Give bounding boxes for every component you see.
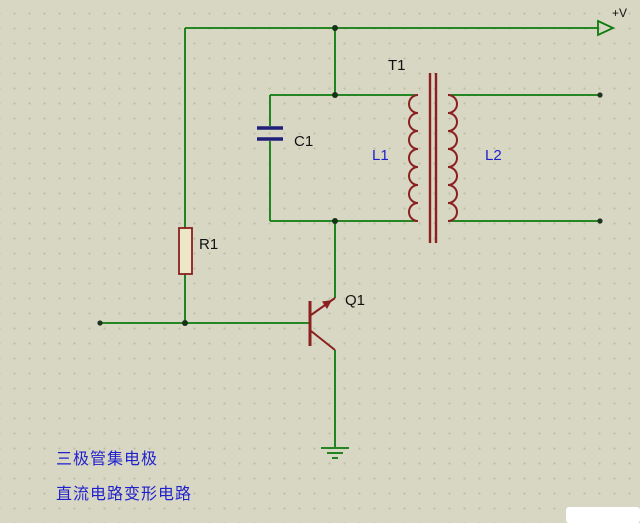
primary-winding-label: L1	[372, 147, 389, 164]
power-arrow-icon	[597, 19, 616, 37]
power-label: +V	[612, 6, 627, 20]
junction-dot	[332, 25, 338, 31]
resistor-body	[178, 227, 193, 275]
caption-line-2: 直流电路变形电路	[56, 486, 193, 503]
transistor-Q1: Q1	[308, 292, 365, 351]
caption-line-1: 三极管集电极	[56, 451, 159, 468]
junction-dot	[332, 218, 338, 224]
junction-dots	[97, 25, 603, 326]
primary-winding	[408, 94, 419, 222]
capacitor-C1: C1	[257, 126, 313, 150]
junction-dot	[182, 320, 188, 326]
terminal-dot	[597, 218, 603, 224]
terminal-dot	[597, 92, 603, 98]
capacitor-ref-label: C1	[294, 133, 313, 150]
blank-overlay	[566, 507, 640, 523]
transistor-emitter-diagonal	[310, 330, 336, 351]
terminal-dot	[97, 320, 103, 326]
resistor-R1: R1	[178, 227, 218, 275]
secondary-winding-label: L2	[485, 147, 502, 164]
ground-symbol	[321, 447, 349, 459]
transistor-ref-label: Q1	[345, 292, 365, 309]
transformer-T1: T1 L1 L2	[372, 57, 502, 243]
transistor-arrow-icon	[322, 300, 332, 309]
secondary-winding	[447, 94, 458, 222]
wires	[100, 27, 600, 447]
junction-dot	[332, 92, 338, 98]
resistor-ref-label: R1	[199, 236, 218, 253]
power-terminal: +V	[597, 6, 627, 37]
transformer-ref-label: T1	[388, 57, 406, 74]
